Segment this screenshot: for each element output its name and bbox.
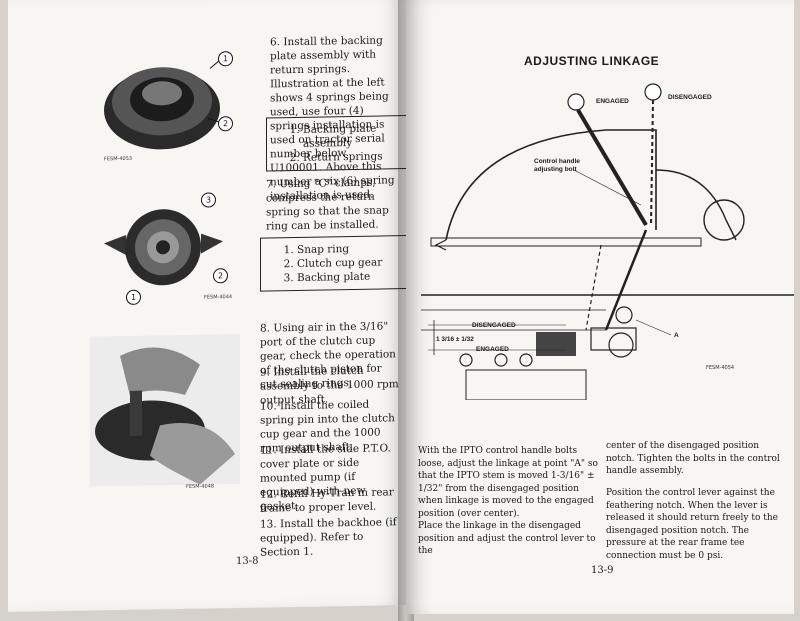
col1-para1: With the IPTO control handle bolts loose… bbox=[418, 446, 598, 519]
col1-para2: Place the linkage in the disengaged posi… bbox=[418, 521, 596, 556]
label-disengaged-top: DISENGAGED bbox=[668, 94, 712, 101]
label-engaged-top: ENGAGED bbox=[596, 98, 629, 105]
figure-label-3: FESM-4048 bbox=[186, 483, 215, 490]
right-page: ADJUSTING LINKAGE bbox=[406, 0, 794, 614]
col2-para1: center of the disengaged position notch.… bbox=[606, 441, 780, 476]
clutch-cup-photo bbox=[104, 209, 223, 286]
col2-para2: Position the control lever against the f… bbox=[606, 488, 778, 561]
backing-plate-photo bbox=[104, 57, 223, 150]
label-disengaged-left: DISENGAGED bbox=[472, 322, 516, 329]
label-control-bolt: Control handle adjusting bolt bbox=[534, 158, 580, 173]
page-number-right: 13-9 bbox=[591, 565, 614, 576]
step-13: 13. Install the backhoe (if equipped). R… bbox=[260, 516, 397, 559]
box1-item: Return springs bbox=[303, 149, 405, 165]
linkage-diagram bbox=[421, 83, 794, 400]
box-snap-ring: Snap ring Clutch cup gear Backing plate bbox=[260, 234, 406, 292]
figure-label-1: FESM-4053 bbox=[104, 155, 133, 163]
step-12: 12. Refill Hy-Tran in rear frame to prop… bbox=[260, 486, 394, 515]
left-page: 1 2 FESM-4053 3 2 1 FESM-4044 FESM-4048 … bbox=[8, 0, 406, 613]
label-engaged-left: ENGAGED bbox=[476, 346, 509, 353]
box1-item: Backing plate assembly bbox=[303, 121, 405, 151]
page-title: ADJUSTING LINKAGE bbox=[524, 54, 660, 68]
figure-label-2: FESM-4044 bbox=[204, 294, 233, 301]
page-number-left: 13-8 bbox=[236, 555, 259, 568]
install-clutch-photo bbox=[90, 333, 240, 487]
box-backing-plate: Backing plate assembly Return springs bbox=[266, 114, 406, 172]
label-point-a: A bbox=[674, 332, 679, 339]
box2-item: Backing plate bbox=[297, 269, 406, 285]
label-measure: 1 3/16 ± 1/32 bbox=[436, 336, 474, 343]
step-7: 7. Using "C" clamps, compress the return… bbox=[266, 176, 389, 233]
figure-label-4: FESM-4054 bbox=[706, 365, 735, 371]
callout-1b: 1 bbox=[126, 289, 141, 305]
